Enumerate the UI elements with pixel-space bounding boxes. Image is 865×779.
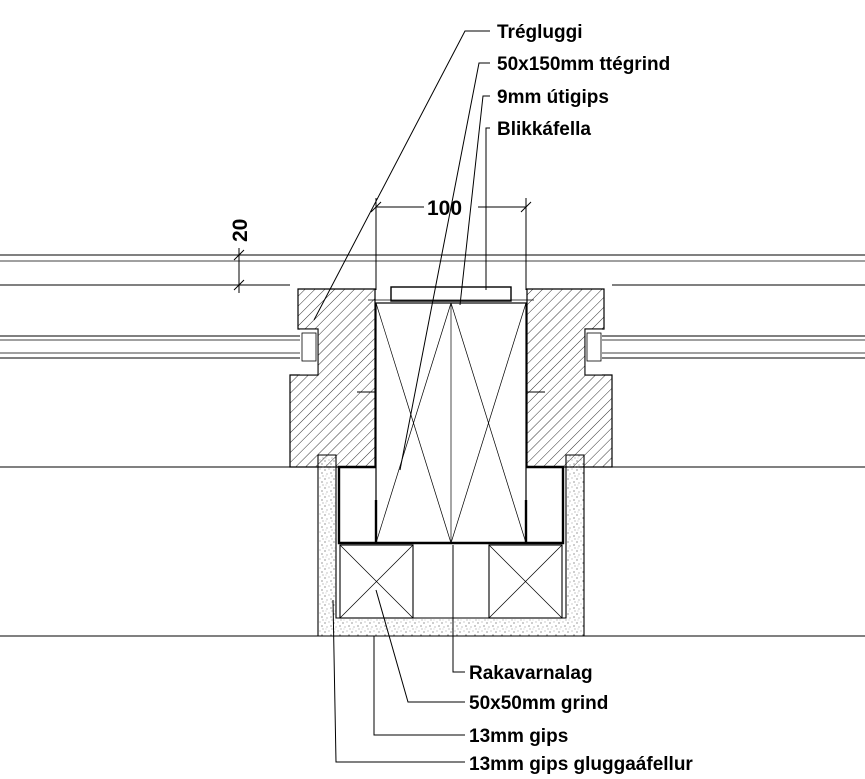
dim-width — [370, 198, 532, 290]
center-stud — [357, 286, 545, 544]
glass-panes — [0, 335, 865, 359]
label-gypsum: 13mm gips — [469, 726, 568, 747]
leaders-bottom — [332, 545, 465, 763]
label-battens: 50x50mm grind — [469, 693, 608, 714]
gypsum-reveal — [317, 454, 585, 637]
dim-height-label: 20 — [229, 219, 252, 242]
label-gypsum-reveal: 13mm gips gluggaáfellur — [469, 754, 693, 775]
label-vapour-barrier: Rakavarnalag — [469, 663, 593, 684]
window-frame-left — [289, 288, 376, 468]
wall-lines — [0, 254, 865, 637]
dim-height — [233, 248, 245, 293]
leaders-top — [313, 30, 490, 471]
label-stud: 50x150mm ttégrind — [497, 54, 670, 75]
battens — [339, 544, 563, 619]
vapour-barrier — [337, 465, 565, 545]
label-flashing: Blikkáfella — [497, 119, 591, 140]
window-frame-right — [526, 288, 613, 468]
label-tregluggi: Trégluggi — [497, 22, 583, 43]
label-outer-gypsum: 9mm útigips — [497, 87, 609, 108]
dim-width-label: 100 — [427, 197, 462, 220]
